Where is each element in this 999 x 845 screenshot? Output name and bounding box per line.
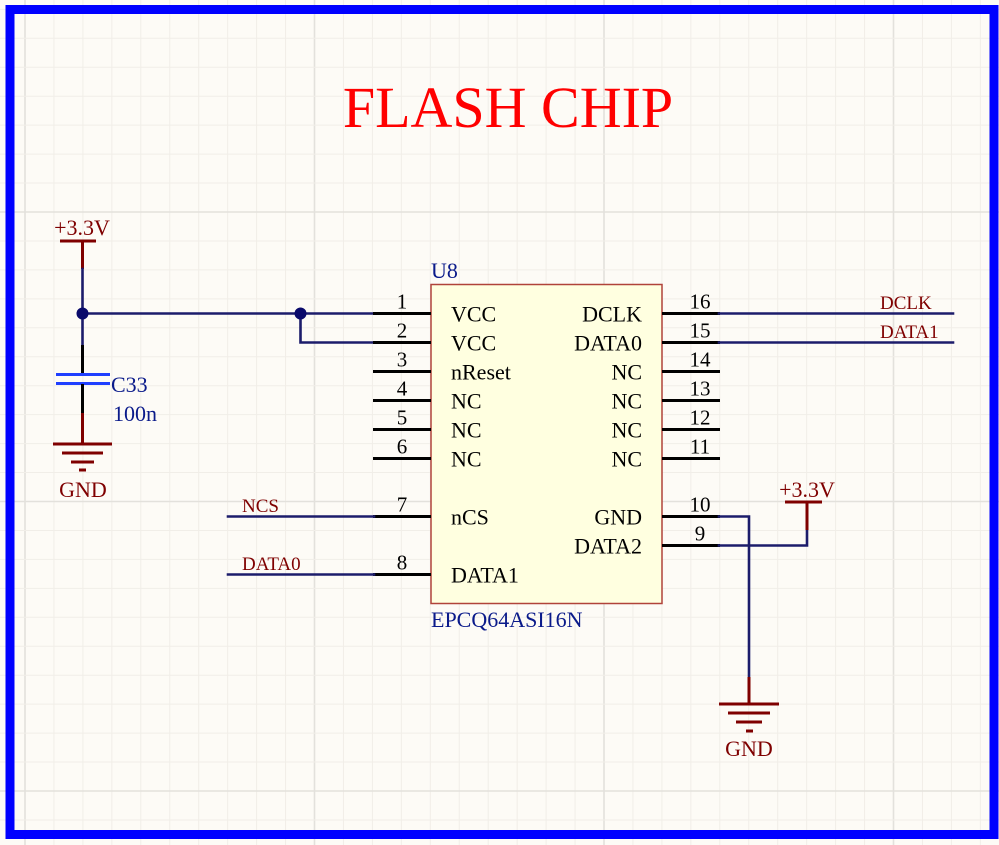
pin-number: 15	[690, 319, 711, 343]
pin-number: 1	[397, 290, 408, 314]
pin-number: 5	[397, 406, 408, 430]
pin-number: 7	[397, 493, 408, 517]
wire-gnd-pin10[interactable]	[717, 515, 751, 679]
pin-name: GND	[594, 505, 642, 530]
pin-name: NC	[451, 447, 482, 472]
pin-number: 9	[695, 522, 706, 546]
pin-name: VCC	[451, 331, 496, 356]
pin-name: DATA1	[451, 563, 519, 588]
chip-pin-3[interactable]: 3 nReset	[373, 348, 511, 385]
capacitor-designator: C33	[111, 372, 148, 397]
pin-number: 13	[690, 377, 711, 401]
pin-number: 14	[690, 348, 712, 372]
gnd-label: GND	[59, 477, 107, 502]
power-port-gnd-right[interactable]: GND	[719, 677, 779, 761]
net-label-data0: DATA0	[242, 554, 301, 575]
pin-number: 16	[690, 290, 711, 314]
sheet-title: FLASH CHIP	[343, 75, 673, 140]
chip-designator: U8	[431, 258, 458, 283]
pin-name: NC	[611, 447, 642, 472]
sheet-border	[5, 5, 999, 839]
net-label-ncs: NCS	[242, 496, 279, 517]
junction-dot	[76, 307, 89, 320]
pin-name: DATA2	[574, 534, 642, 559]
gnd-label: GND	[725, 736, 773, 761]
pin-number: 8	[397, 551, 408, 575]
pin-number: 4	[397, 377, 408, 401]
pin-number: 3	[397, 348, 408, 372]
power-label: +3.3V	[779, 477, 835, 502]
pin-name: NC	[451, 389, 482, 414]
pin-name: NC	[611, 418, 642, 443]
chip-pin-7[interactable]: 7 nCS	[373, 493, 489, 530]
power-port-gnd-left[interactable]: GND	[53, 413, 112, 502]
capacitor-value: 100n	[113, 401, 157, 426]
pin-number: 12	[690, 406, 711, 430]
wire-vcc-pin2[interactable]	[299, 312, 376, 344]
pin-name: NC	[611, 360, 642, 385]
pin-number: 2	[397, 319, 408, 343]
pin-name: DCLK	[582, 302, 642, 327]
net-label-data1: DATA1	[880, 322, 939, 343]
pin-name: nReset	[451, 360, 511, 385]
capacitor-c33[interactable]: C33 100n	[56, 345, 157, 426]
pin-name: DATA0	[574, 331, 642, 356]
chip-body	[430, 283, 663, 605]
wire-data2-pullup[interactable]	[717, 528, 809, 547]
pin-name: NC	[451, 418, 482, 443]
junction-dot	[294, 307, 307, 320]
power-label: +3.3V	[54, 215, 110, 240]
chip-part-number: EPCQ64ASI16N	[431, 607, 583, 632]
pin-name: VCC	[451, 302, 496, 327]
pin-number: 10	[690, 493, 711, 517]
net-label-dclk: DCLK	[880, 293, 932, 314]
pin-number: 11	[690, 435, 710, 459]
pin-number: 6	[397, 435, 408, 459]
pin-name: nCS	[451, 505, 489, 530]
power-port-vcc-left[interactable]: +3.3V	[54, 215, 110, 269]
power-port-vcc-right[interactable]: +3.3V	[779, 477, 835, 530]
pin-name: NC	[611, 389, 642, 414]
